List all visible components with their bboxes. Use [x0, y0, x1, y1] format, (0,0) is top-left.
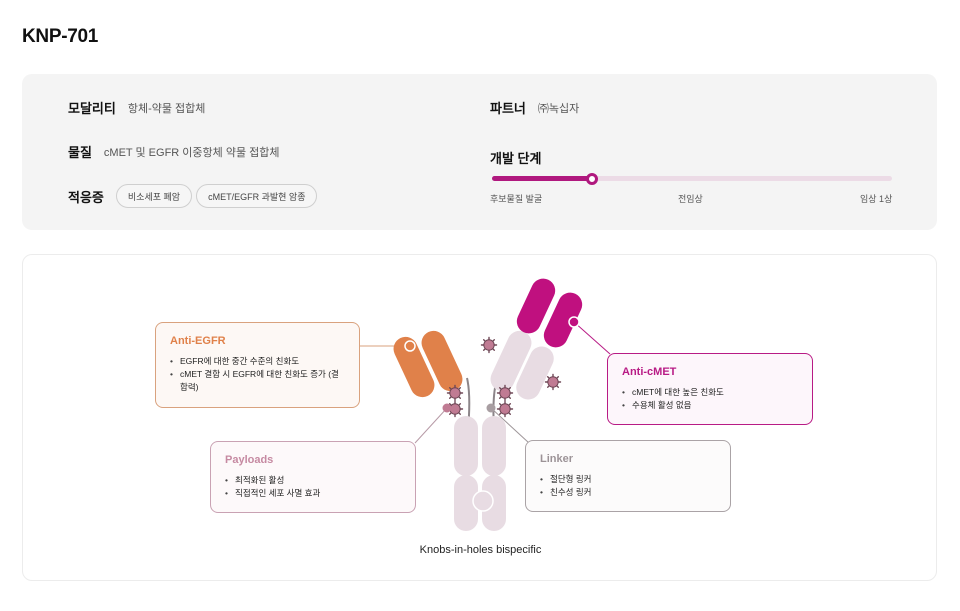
- anti-egfr-callout: Anti-EGFR EGFR에 대한 중간 수준의 친화도 cMET 결합 시 …: [155, 322, 360, 408]
- partner-label: 파트너: [490, 101, 526, 116]
- info-card: 모달리티 항체-약물 접합체 물질 cMET 및 EGFR 이중항체 약물 접합…: [22, 74, 937, 230]
- stage-label-preclinical: 전임상: [678, 194, 703, 204]
- material-row: 물질 cMET 및 EGFR 이중항체 약물 접합체: [68, 142, 279, 161]
- indication-row: 적응증 비소세포 폐암 cMET/EGFR 과발현 암종: [68, 184, 321, 208]
- anti-egfr-arm: [393, 330, 463, 398]
- stage-progress-marker: [586, 172, 598, 185]
- anti-cmet-arm-body: [490, 330, 554, 400]
- anti-cmet-bullet: cMET에 대한 높은 친화도: [622, 386, 798, 399]
- anti-cmet-callout: Anti-cMET cMET에 대한 높은 친화도 수용체 활성 없음: [607, 353, 813, 425]
- development-stage-title: 개발 단계: [490, 151, 542, 166]
- modality-row: 모달리티 항체-약물 접합체: [68, 98, 205, 117]
- anti-cmet-bullet: 수용체 활성 없음: [622, 399, 798, 412]
- material-label: 물질: [68, 145, 92, 160]
- payloads-callout: Payloads 최적화된 활성 직접적인 세포 사멸 효과: [210, 441, 416, 513]
- anti-egfr-bullet: cMET 결합 시 EGFR에 대한 친화도 증가 (결합력): [170, 368, 345, 394]
- linker-dot: [486, 403, 496, 413]
- anti-egfr-bullet: EGFR에 대한 중간 수준의 친화도: [170, 355, 345, 368]
- diagram-card: Anti-EGFR EGFR에 대한 중간 수준의 친화도 cMET 결합 시 …: [22, 254, 937, 581]
- stage-label-discovery: 후보물질 발굴: [490, 194, 543, 204]
- linker-callout: Linker 절단형 링커 친수성 링커: [525, 440, 731, 512]
- indication-label: 적응증: [68, 189, 104, 205]
- indication-chip: cMET/EGFR 과발현 암종: [196, 184, 318, 208]
- linker-title: Linker: [540, 453, 574, 465]
- fc-region: [454, 416, 506, 531]
- antibody-diagram: [360, 278, 611, 531]
- partner-value: ㈜녹십자: [537, 102, 580, 115]
- indication-chip: 비소세포 폐암: [115, 184, 193, 208]
- payloads-title: Payloads: [225, 454, 274, 466]
- page-title: KNP-701: [22, 26, 99, 47]
- linker-bullet: 절단형 링커: [540, 473, 716, 486]
- modality-label: 모달리티: [68, 101, 116, 116]
- linker-bullet: 친수성 링커: [540, 486, 716, 499]
- diagram-caption: Knobs-in-holes bispecific: [419, 544, 542, 556]
- modality-value: 항체-약물 접합체: [127, 102, 206, 115]
- stage-progress-fill: [492, 176, 592, 181]
- payload-dot: [442, 403, 452, 413]
- stage-label-phase1: 임상 1상: [860, 194, 893, 204]
- anti-cmet-arm: [516, 278, 583, 348]
- partner-row: 파트너 ㈜녹십자: [490, 98, 579, 117]
- material-value: cMET 및 EGFR 이중항체 약물 접합체: [103, 146, 280, 159]
- anti-egfr-title: Anti-EGFR: [170, 335, 226, 347]
- stage-progress-track: [492, 172, 892, 185]
- anti-cmet-title: Anti-cMET: [622, 366, 677, 378]
- payloads-bullet: 최적화된 활성: [225, 474, 401, 487]
- payloads-bullet: 직접적인 세포 사멸 효과: [225, 487, 401, 500]
